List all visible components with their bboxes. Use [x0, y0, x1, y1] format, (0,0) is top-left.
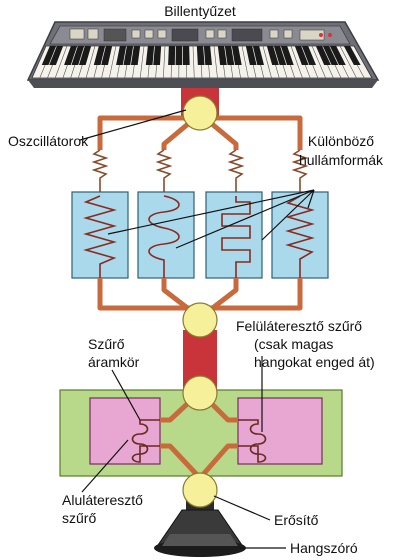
leader-lines [79, 109, 315, 549]
lowpass-label-line2: szűrő [62, 510, 97, 526]
black-key [93, 46, 106, 65]
amplifier-label: Erősítő [274, 512, 319, 528]
waveforms-label-line2: hullámformák [298, 152, 384, 168]
black-key [266, 46, 279, 65]
black-key [78, 46, 92, 65]
black-key [252, 46, 264, 65]
keyboard-icon [26, 21, 380, 88]
filter-circuit-label-line2: áramkör [88, 354, 140, 370]
speaker-icon [154, 500, 246, 557]
black-key [49, 46, 64, 65]
black-key [116, 46, 127, 65]
oscillator-wires [97, 115, 303, 150]
black-key [153, 46, 162, 65]
black-key [280, 46, 294, 65]
black-key [329, 46, 346, 65]
black-key [224, 46, 235, 65]
black-key [203, 46, 212, 65]
highpass-label-line3: hangokat enged át) [254, 354, 375, 370]
black-key [217, 46, 227, 65]
black-key [273, 46, 287, 65]
mixer-node [182, 302, 218, 338]
black-key [101, 46, 113, 65]
oscillators-label: Oszcillátorok [8, 133, 89, 149]
black-key [301, 46, 317, 65]
highpass-label-line1: Felüláteresztő szűrő [236, 318, 363, 334]
waveforms-label-line1: Különböző [307, 133, 375, 149]
black-key [315, 46, 331, 65]
black-key [130, 46, 141, 65]
speaker-label: Hangszóró [290, 540, 358, 556]
black-key [175, 46, 183, 65]
black-key [123, 46, 134, 65]
oscillator-node [182, 95, 218, 131]
filter-input-node [182, 375, 218, 411]
nodes [182, 95, 218, 508]
black-key [182, 46, 190, 65]
waveform-panels [71, 191, 329, 280]
black-key [64, 46, 78, 65]
black-key [196, 46, 205, 65]
keyboard-label: Billentyűzet [164, 3, 236, 19]
amplifier-node [182, 472, 218, 508]
black-key [231, 46, 242, 65]
highpass-label-line2: (csak magas [254, 336, 334, 352]
black-key [294, 46, 309, 65]
black-key [71, 46, 85, 65]
filter-circuit-label-line1: Szűrő [88, 336, 125, 352]
mixer-wires [97, 278, 303, 312]
lowpass-label-line1: Aluláteresztő [62, 492, 143, 508]
black-key [168, 46, 176, 65]
black-key [322, 46, 339, 65]
black-key [41, 46, 57, 65]
black-key [245, 46, 257, 65]
filter-section [59, 389, 343, 480]
spring-coils [91, 149, 309, 196]
black-key [145, 46, 155, 65]
black-key [343, 46, 361, 65]
